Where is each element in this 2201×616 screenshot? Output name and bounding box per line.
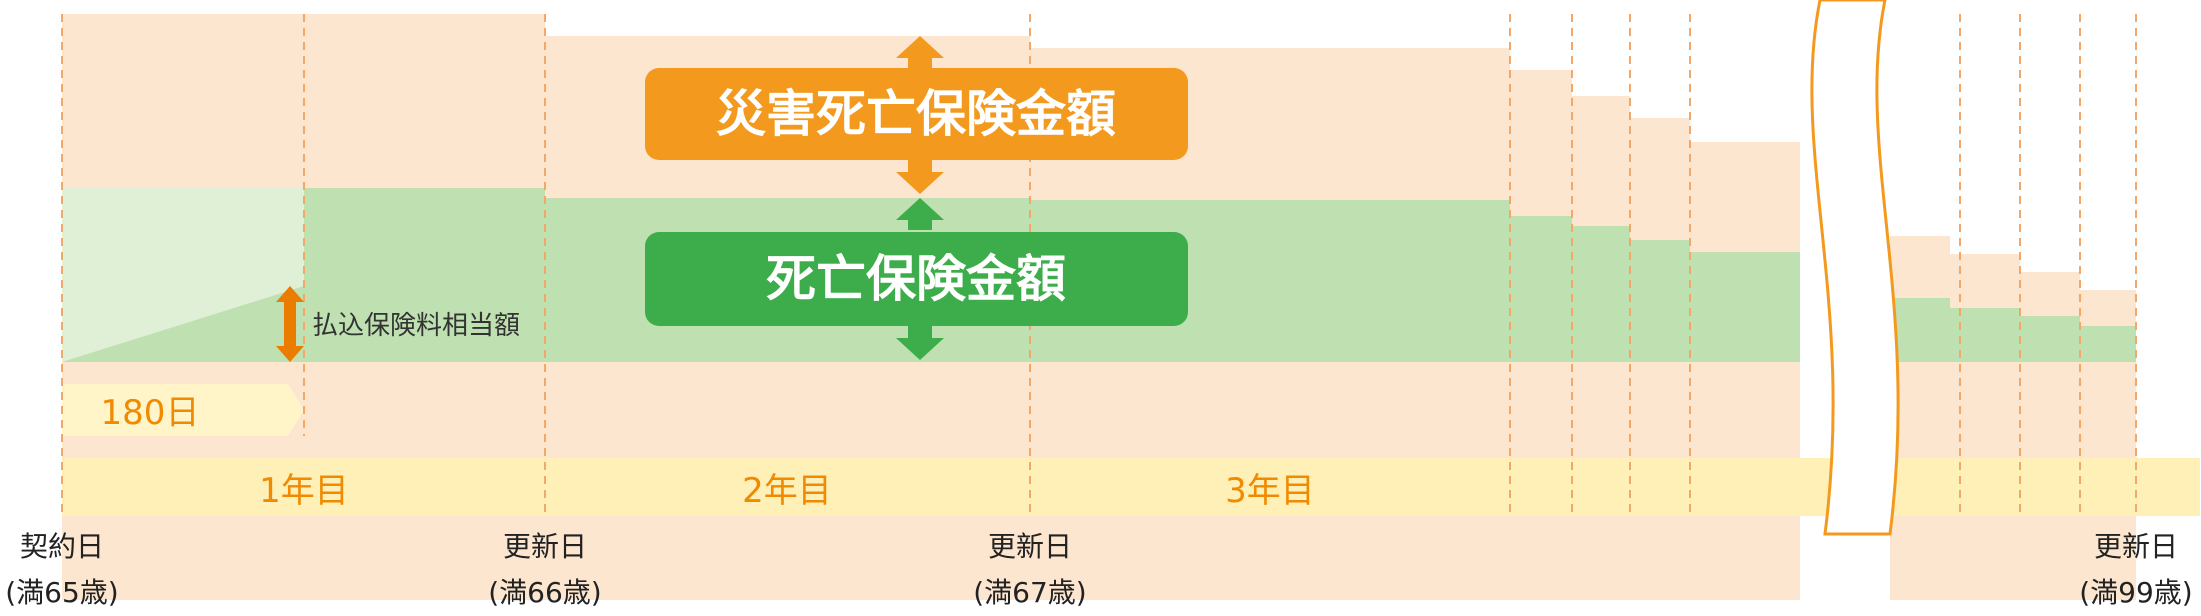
death-benefit-title: 死亡保険金額 (766, 250, 1066, 308)
renewal-66-label: 更新日 (503, 530, 587, 563)
grid-lines (61, 14, 2137, 516)
timeline-break (1810, 0, 1900, 536)
renewal-99-age-label: (満99歳) (2079, 576, 2192, 609)
renewal-67-age-label: (満67歳) (973, 576, 1086, 609)
disaster-range-arrow (896, 36, 944, 194)
premium-range-arrow (276, 286, 304, 362)
renewal-66-age-label: (満66歳) (488, 576, 601, 609)
contract-date-label: 契約日 (20, 530, 104, 563)
year-3-label: 3年目 (1225, 471, 1315, 511)
year-2-label: 2年目 (742, 471, 832, 511)
disaster-benefit-title: 災害死亡保険金額 (716, 85, 1116, 143)
renewal-67-label: 更新日 (988, 530, 1072, 563)
days-180-bar (62, 384, 304, 436)
premium-equivalent-label: 払込保険料相当額 (312, 311, 520, 341)
premium-equivalent-area (62, 188, 304, 362)
contract-age-label: (満65歳) (5, 576, 118, 609)
disaster-label-box (645, 68, 1188, 160)
year-1-label: 1年目 (259, 471, 349, 511)
renewal-99-label: 更新日 (2094, 530, 2178, 563)
death-label-box (645, 232, 1188, 326)
death-range-arrow (896, 198, 944, 360)
days-180-label: 180日 (101, 393, 200, 433)
